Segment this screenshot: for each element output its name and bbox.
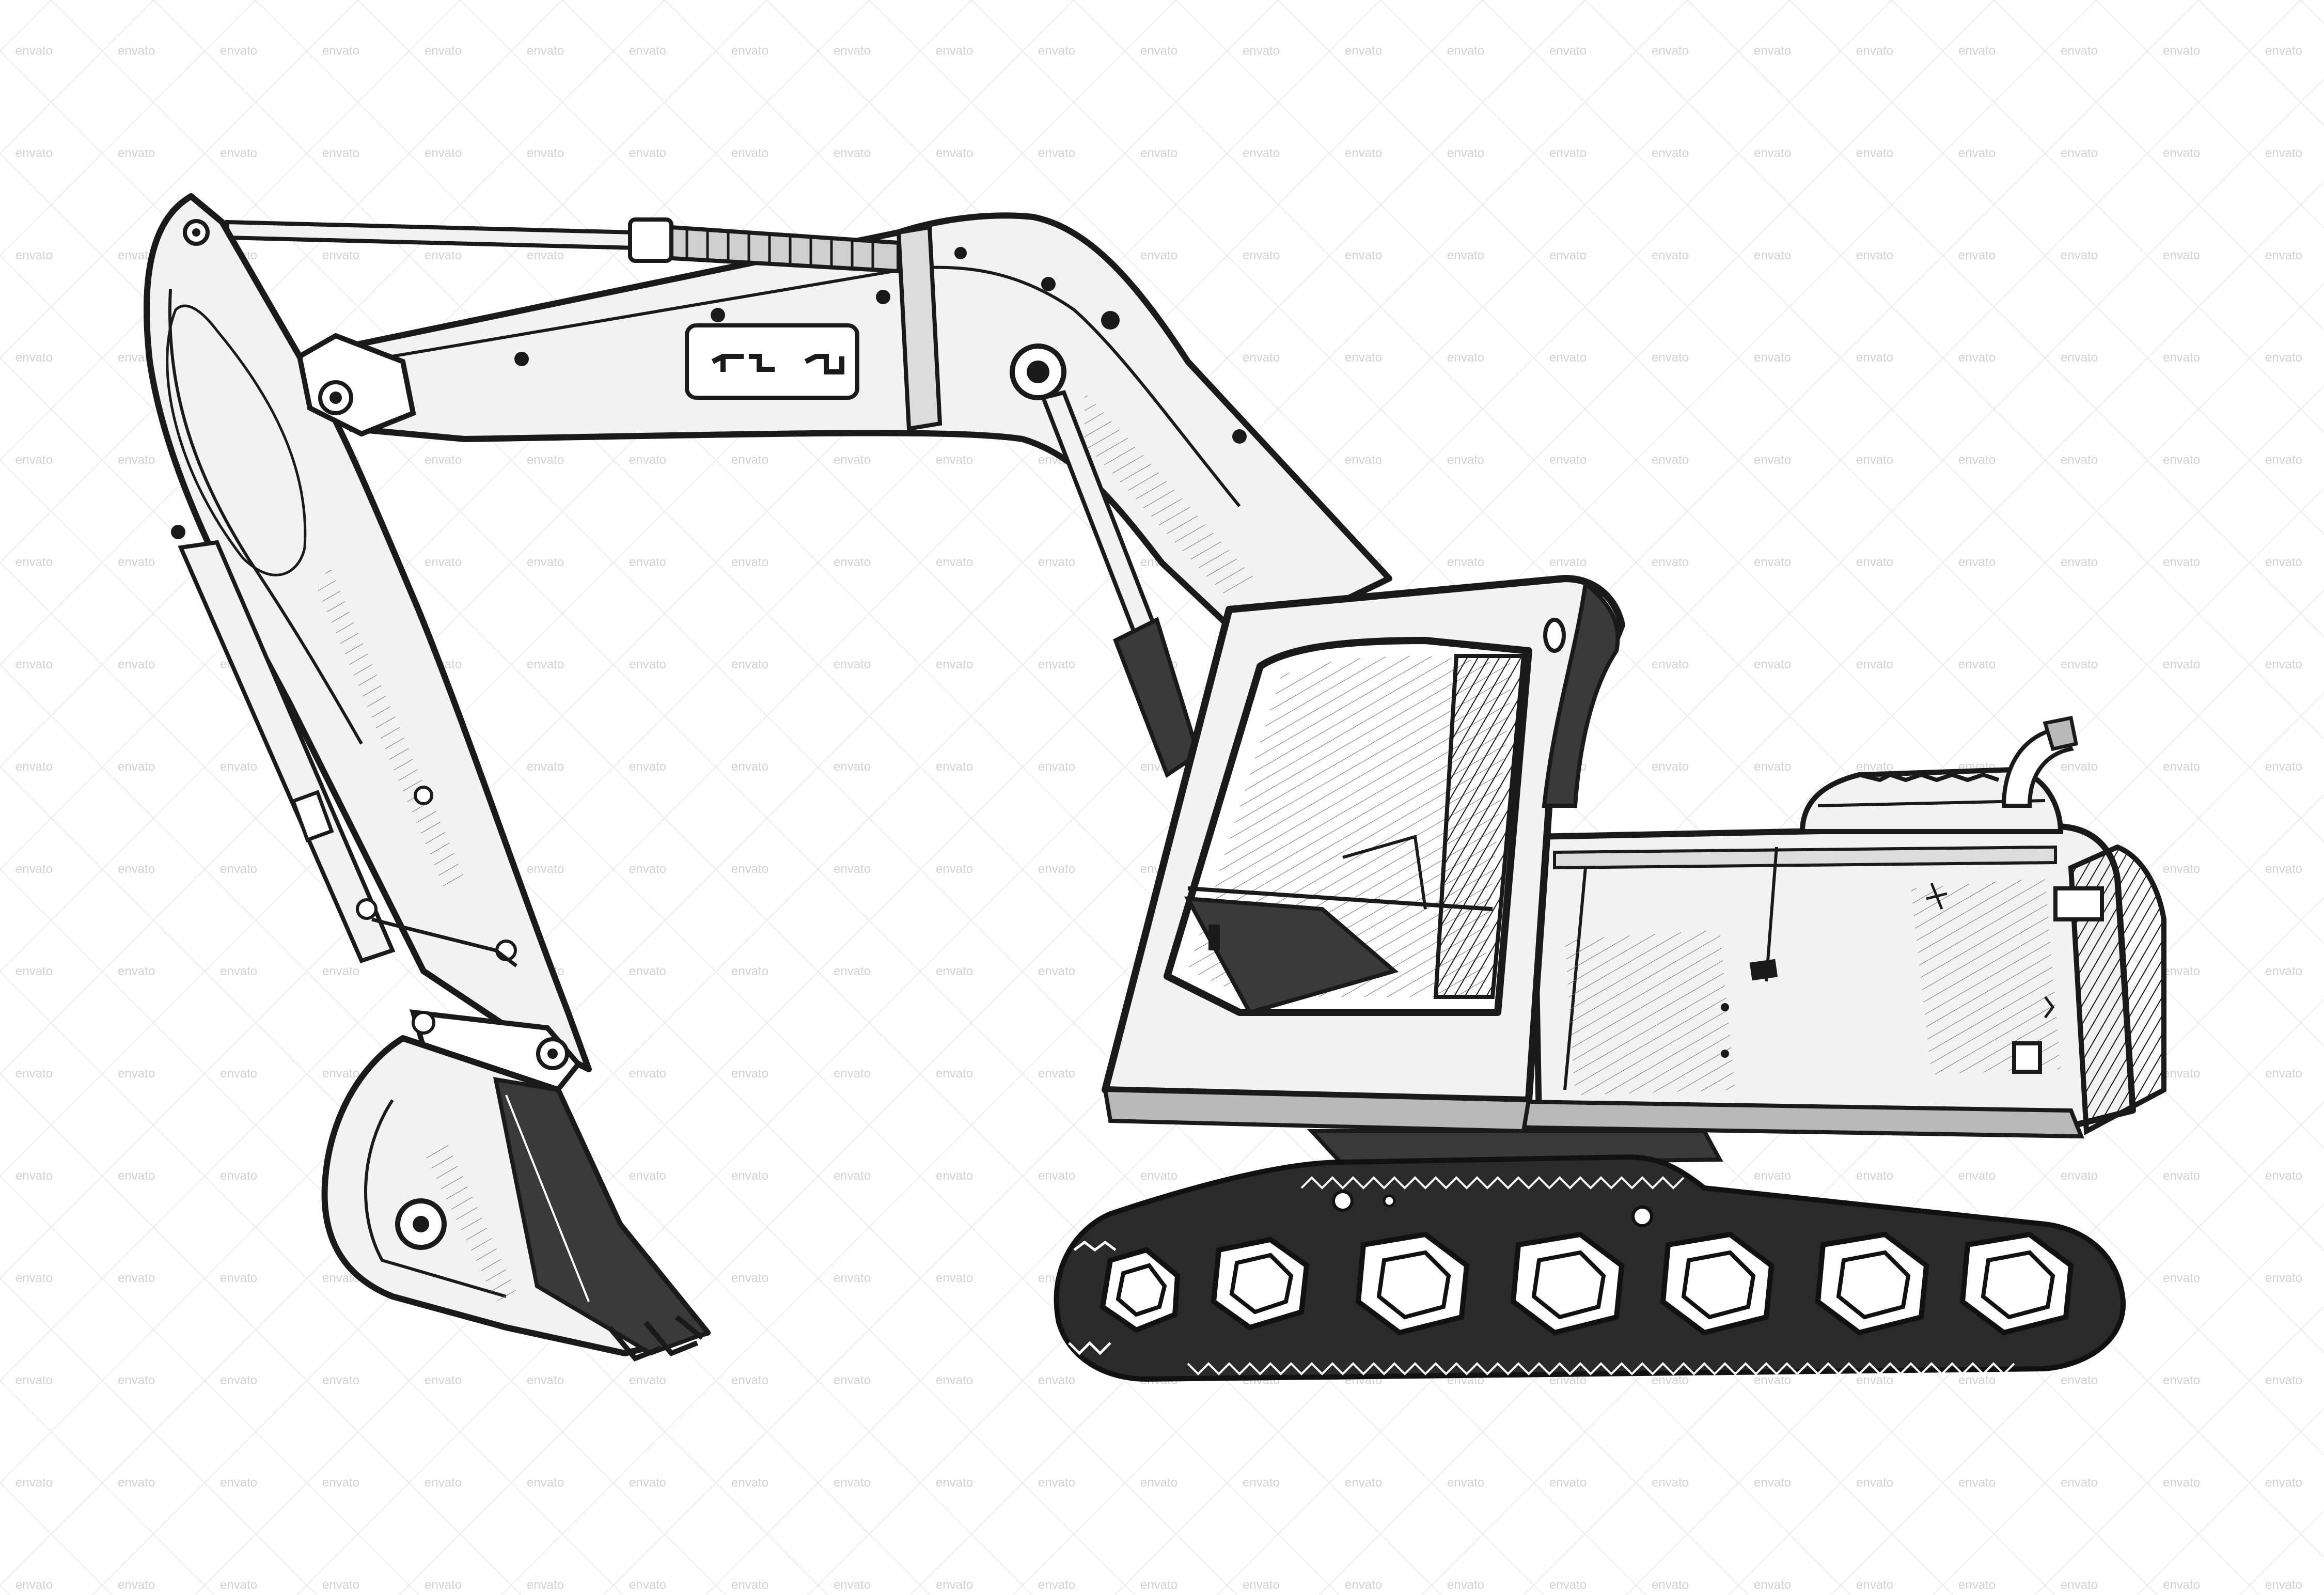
engine-housing [1108,715,2166,1139]
track-wheel [1959,1231,2074,1336]
track-wheel [1660,1231,1775,1336]
track-wheel [1510,1231,1625,1336]
bucket [321,1035,711,1362]
arm-hydraulic-cylinder [225,217,901,274]
track-wheel [1100,1247,1181,1333]
dipper-arm [143,193,592,1093]
track-wheel [1355,1231,1470,1336]
track-wheel [1815,1231,1929,1336]
operator-cab [1102,575,1625,1134]
crawler-track [1054,1129,2126,1382]
track-wheel [1211,1237,1310,1331]
boom [296,212,1392,649]
